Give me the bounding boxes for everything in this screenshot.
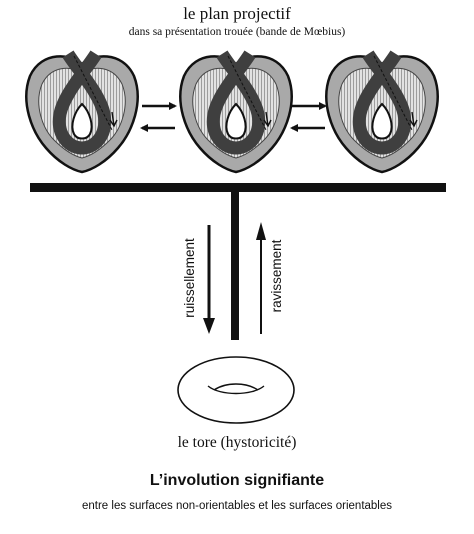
main-title: L’involution signifiante [149, 472, 325, 489]
moebius-figure-left [26, 54, 137, 172]
diagram-subtitle: dans sa présentation trouée (bande de Mœ… [128, 26, 346, 38]
torus-label: le tore (hystoricité) [177, 434, 297, 451]
torus-figure [177, 356, 295, 424]
up-arrow-label: ravissement [269, 239, 284, 312]
diagram-title: le plan projectif [183, 4, 291, 23]
horizontal-bar [30, 183, 446, 192]
down-arrow-label: ruissellement [182, 238, 197, 318]
main-subtitle: entre les surfaces non-orientables et le… [81, 500, 393, 512]
moebius-figure-center [180, 54, 291, 172]
moebius-figure-right [326, 54, 437, 172]
vertical-stem [231, 190, 239, 340]
